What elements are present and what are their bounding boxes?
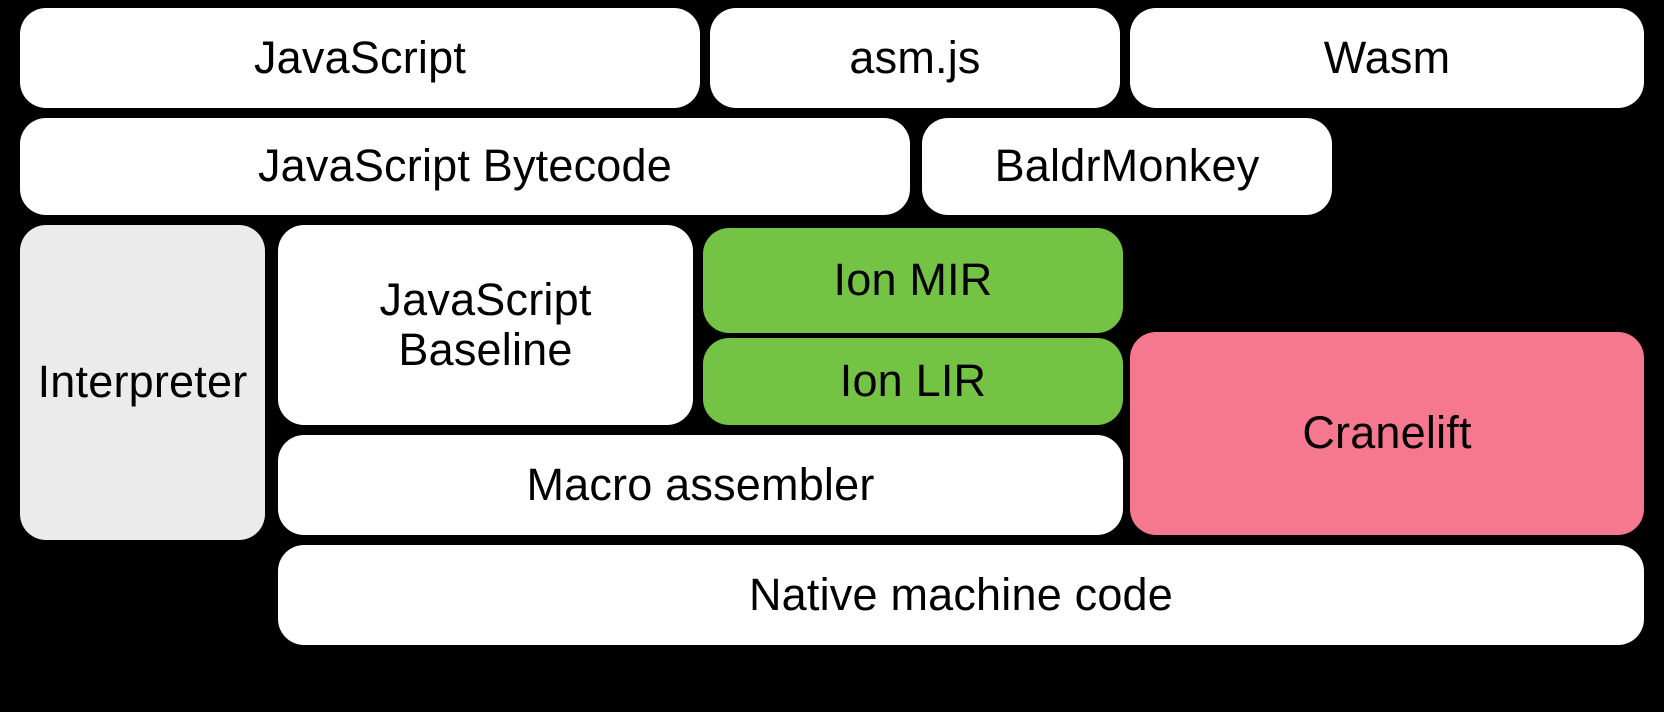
node-ion-lir[interactable]: Ion LIR	[703, 338, 1123, 425]
node-baldrmonkey[interactable]: BaldrMonkey	[922, 118, 1332, 215]
node-javascript-baseline[interactable]: JavaScript Baseline	[278, 225, 693, 425]
node-javascript-bytecode[interactable]: JavaScript Bytecode	[20, 118, 910, 215]
node-wasm[interactable]: Wasm	[1130, 8, 1644, 108]
node-macro-assembler[interactable]: Macro assembler	[278, 435, 1123, 535]
node-interpreter[interactable]: Interpreter	[20, 225, 265, 540]
node-asm-js[interactable]: asm.js	[710, 8, 1120, 108]
node-ion-mir[interactable]: Ion MIR	[703, 228, 1123, 333]
node-cranelift[interactable]: Cranelift	[1130, 332, 1644, 535]
node-native-machine-code[interactable]: Native machine code	[278, 545, 1644, 645]
node-javascript[interactable]: JavaScript	[20, 8, 700, 108]
